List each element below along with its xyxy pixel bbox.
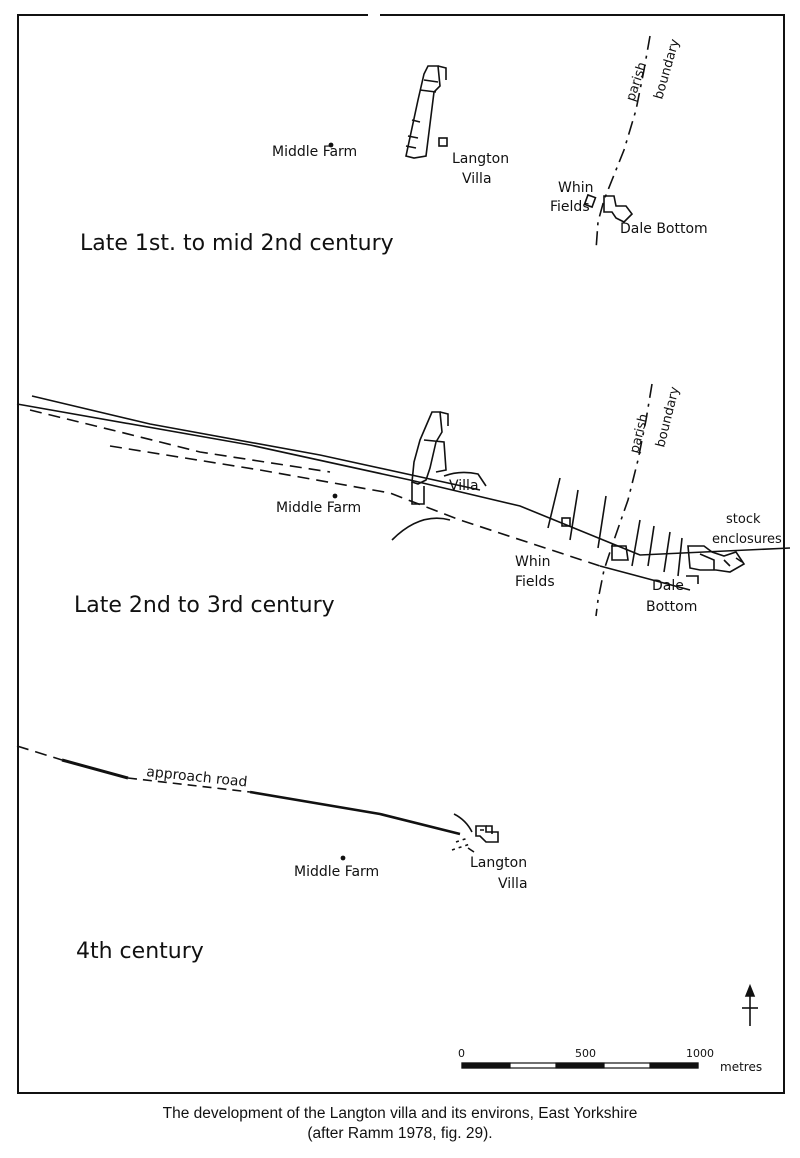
stock-label-2b: enclosures — [712, 532, 782, 547]
parish-label-2b: boundary — [653, 385, 683, 449]
stock-label-2a: stock — [726, 512, 761, 527]
parish-label-1b: boundary — [651, 37, 683, 101]
approach-road-3 — [16, 745, 63, 761]
dale-bottom-label-1: Dale Bottom — [620, 221, 708, 237]
whin-label-2a: Whin — [515, 554, 550, 570]
panel-1 — [405, 35, 651, 251]
langton-villa-label-3b: Villa — [498, 876, 528, 892]
dale-label-2b: Bottom — [646, 599, 697, 615]
panel-title-3: 4th century — [76, 939, 204, 964]
whin-label-1b: Fields — [550, 199, 590, 215]
dale-bottom-building-1 — [603, 195, 634, 223]
villa-buildings-2 — [411, 411, 487, 505]
middle-farm-dot-1 — [328, 142, 334, 148]
villa-label-2: Villa — [449, 478, 479, 494]
figure-caption: The development of the Langton villa and… — [0, 1104, 800, 1144]
field-boundaries-2 — [547, 477, 683, 577]
caption-line-2: (after Ramm 1978, fig. 29). — [307, 1125, 493, 1142]
panel-title-2: Late 2nd to 3rd century — [74, 593, 335, 618]
panel-title-1: Late 1st. to mid 2nd century — [80, 231, 394, 256]
scale-unit: metres — [720, 1060, 762, 1074]
scale-tick-1000: 1000 — [686, 1047, 714, 1060]
panel-3 — [16, 745, 499, 853]
approach-road-3d — [249, 790, 461, 836]
middle-farm-dot-2 — [332, 493, 338, 499]
scale-tick-0: 0 — [458, 1047, 465, 1060]
parish-boundary-1 — [595, 35, 651, 251]
panel-2 — [16, 383, 791, 617]
stock-enclosures-2 — [686, 545, 746, 584]
middle-farm-dot-3 — [340, 855, 346, 861]
north-arrow — [742, 983, 758, 1026]
scale-tick-500: 500 — [575, 1047, 596, 1060]
villa-buildings-1 — [405, 65, 448, 159]
dale-label-2a: Dale — [652, 578, 684, 594]
whin-fields-building-1 — [583, 193, 597, 209]
middle-farm-label-2: Middle Farm — [276, 500, 361, 516]
whin-label-1a: Whin — [558, 180, 593, 196]
approach-road-3b — [61, 758, 129, 780]
scale-bar — [461, 1062, 699, 1069]
parish-label-1a: parish — [624, 60, 651, 103]
parish-label-2a: parish — [627, 412, 651, 455]
villa-buildings-3 — [451, 813, 499, 853]
approach-road-label-3: approach road — [146, 764, 249, 791]
langton-villa-label-1b: Villa — [462, 171, 492, 187]
middle-farm-label-1: Middle Farm — [272, 144, 357, 160]
road-lines-2 — [16, 395, 791, 591]
approach-road-3c — [127, 777, 251, 793]
middle-farm-label-3: Middle Farm — [294, 864, 379, 880]
caption-line-1: The development of the Langton villa and… — [162, 1105, 638, 1122]
langton-villa-label-3a: Langton — [470, 855, 527, 871]
whin-label-2b: Fields — [515, 574, 555, 590]
langton-villa-label-1a: Langton — [452, 151, 509, 167]
